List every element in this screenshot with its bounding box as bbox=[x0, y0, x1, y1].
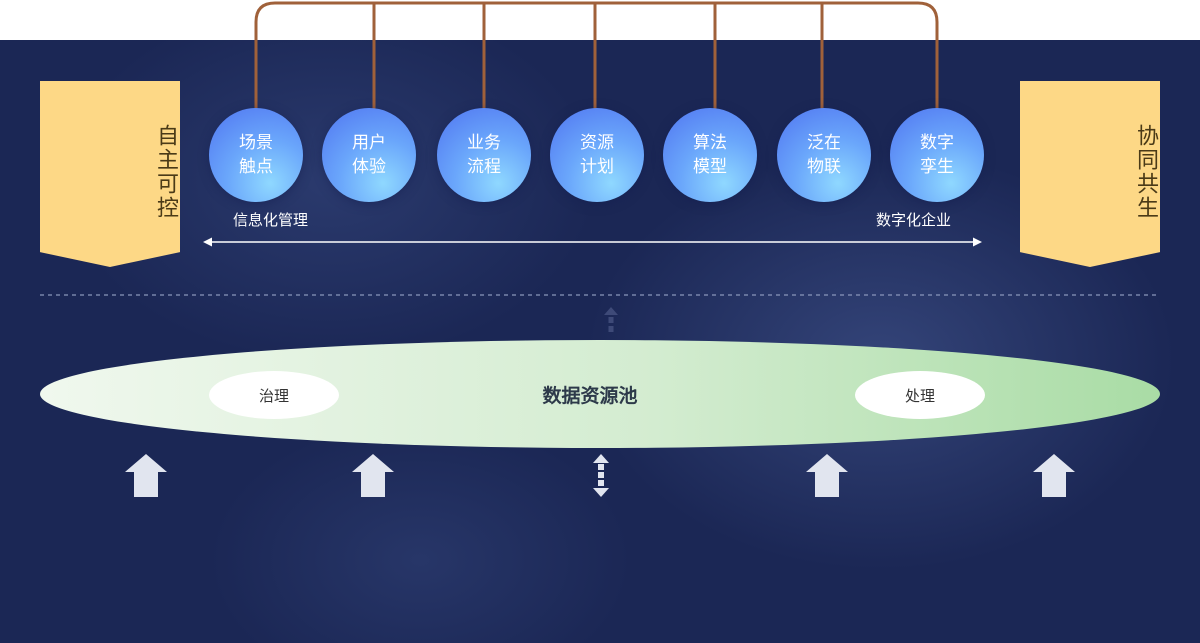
capability-node: 业务 流程 bbox=[437, 108, 531, 202]
left-banner-text: 自主可控 bbox=[153, 124, 178, 220]
capability-label-line1: 场景 bbox=[239, 133, 273, 153]
capability-node: 场景 触点 bbox=[209, 108, 303, 202]
right-banner-text: 协同共生 bbox=[1133, 124, 1158, 220]
capability-label-line1: 算法 bbox=[693, 133, 727, 153]
capability-node: 数字 孪生 bbox=[890, 108, 984, 202]
governance-node: 治理 bbox=[209, 371, 339, 419]
connector-drops bbox=[372, 3, 824, 110]
feed-up-arrow bbox=[806, 454, 848, 497]
capability-label-line2: 触点 bbox=[239, 157, 273, 177]
feed-up-arrow bbox=[1033, 454, 1075, 497]
capability-label-line1: 业务 bbox=[467, 133, 501, 153]
feed-up-arrow bbox=[352, 454, 394, 497]
capability-node: 泛在 物联 bbox=[777, 108, 871, 202]
data-pool-title: 数据资源池 bbox=[542, 385, 638, 407]
right-banner: 协同共生 bbox=[1020, 81, 1160, 267]
data-pool-ellipse bbox=[40, 340, 1160, 448]
capability-label-line2: 孪生 bbox=[920, 157, 954, 177]
capability-label-line2: 物联 bbox=[807, 157, 841, 177]
spectrum-start-label: 信息化管理 bbox=[233, 211, 309, 229]
capability-node: 资源 计划 bbox=[550, 108, 644, 202]
capability-label-line1: 资源 bbox=[580, 133, 614, 153]
feed-up-arrow bbox=[125, 454, 167, 497]
capability-label-line2: 模型 bbox=[693, 157, 727, 177]
capability-label-line1: 泛在 bbox=[807, 133, 841, 153]
capability-label-line2: 体验 bbox=[352, 157, 386, 177]
spectrum-arrow bbox=[203, 237, 982, 247]
left-banner: 自主可控 bbox=[40, 81, 180, 267]
capability-node: 算法 模型 bbox=[663, 108, 757, 202]
capability-label-line1: 数字 bbox=[920, 133, 954, 153]
capability-node: 用户 体验 bbox=[322, 108, 416, 202]
spectrum-end-label: 数字化企业 bbox=[876, 211, 952, 229]
capability-label-line1: 用户 bbox=[352, 133, 386, 153]
capability-label-line2: 计划 bbox=[580, 157, 614, 177]
faint-up-arrow bbox=[604, 307, 618, 332]
processing-node: 处理 bbox=[855, 371, 985, 419]
bidirectional-arrow bbox=[593, 454, 609, 497]
capability-label-line2: 流程 bbox=[467, 157, 501, 177]
